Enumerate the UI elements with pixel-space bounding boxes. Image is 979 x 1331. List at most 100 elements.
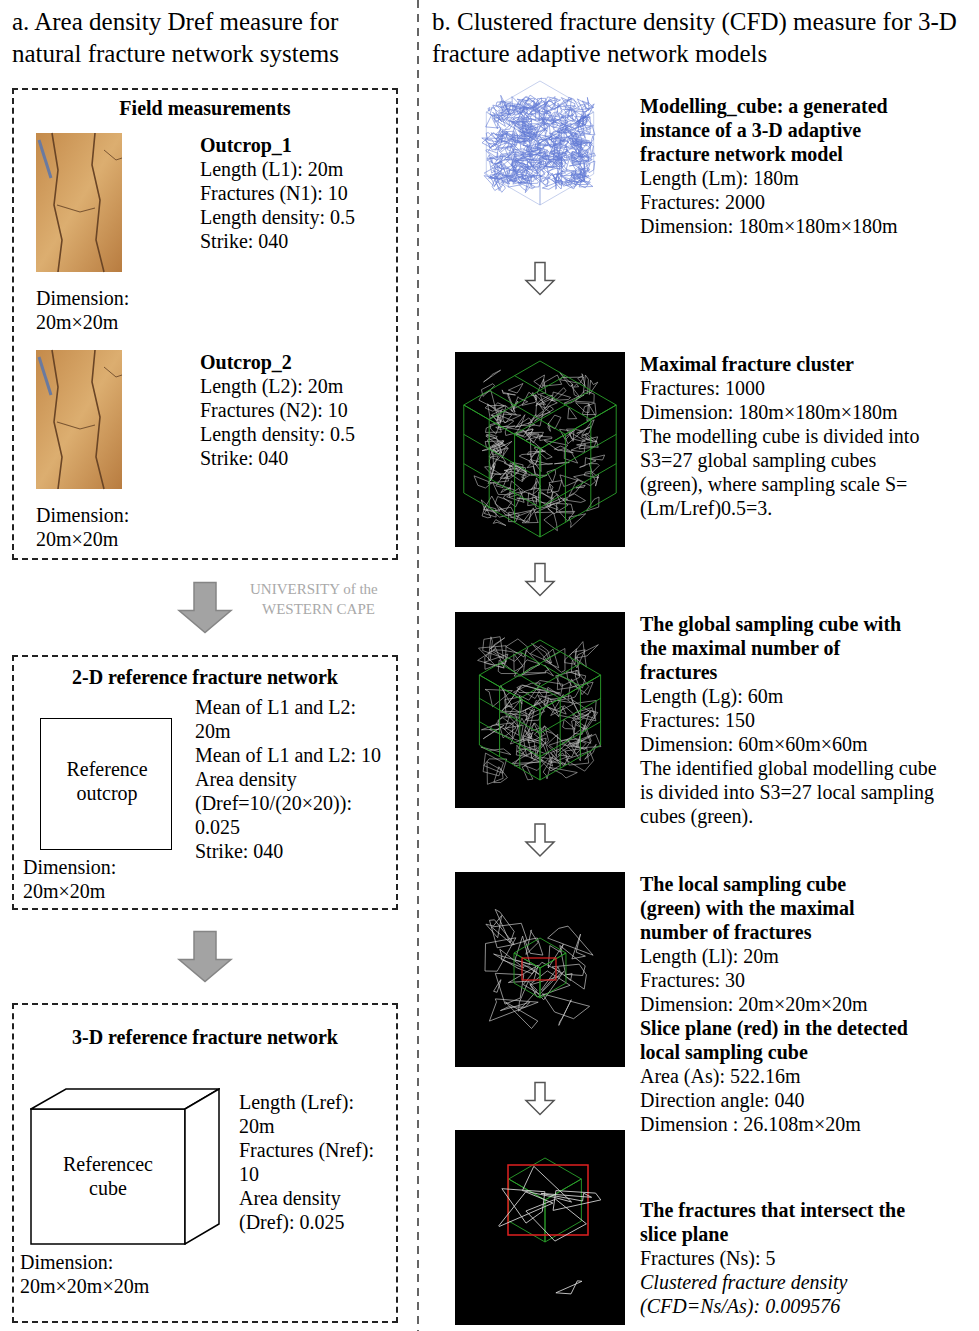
fracture	[580, 160, 585, 174]
fracture	[478, 647, 505, 668]
fracture	[542, 181, 560, 189]
text-line: Clustered fracture density (CFD=Ns/As): …	[640, 1270, 910, 1318]
fracture	[572, 934, 586, 959]
text-line: Dimension: 20m×20m	[23, 855, 163, 903]
grid-line	[520, 652, 581, 687]
grid-line	[540, 953, 566, 968]
grid-line	[464, 493, 540, 537]
image-ground	[455, 352, 625, 547]
text-line: The identified global modelling cube is …	[640, 756, 940, 828]
fracture	[514, 103, 531, 115]
grid-line	[540, 722, 601, 757]
fracture	[561, 108, 569, 121]
fracture	[486, 423, 502, 433]
grid-line	[540, 953, 566, 968]
fracture	[541, 395, 558, 408]
fracture	[577, 645, 599, 658]
grid-line	[545, 1221, 581, 1242]
outcrop-photo	[36, 133, 122, 272]
fracture	[522, 963, 540, 974]
fracture	[495, 973, 524, 1004]
fracture	[546, 97, 558, 109]
text-line: Fractures (Ns): 5	[640, 1246, 970, 1270]
text-line: Dimension: 180m×180m×180m	[640, 400, 970, 424]
grid-line	[514, 434, 515, 522]
grid-line	[540, 968, 541, 998]
fracture	[565, 748, 589, 765]
text-group: Reference outcrop	[45, 757, 169, 805]
fracture	[534, 375, 545, 388]
fracture	[513, 105, 519, 115]
fracture	[512, 752, 541, 763]
grid-line	[600, 675, 601, 745]
fracture	[514, 654, 523, 672]
fracture	[513, 148, 526, 159]
cube-face	[185, 1089, 219, 1244]
fracture	[530, 646, 551, 664]
network-image: The global sampling cube with the maxima…	[455, 612, 625, 808]
text-group: Outcrop_1Length (L1): 20mFractures (N1):…	[200, 133, 420, 253]
grid-line	[540, 675, 601, 710]
fracture	[500, 949, 524, 968]
fracture	[492, 923, 528, 944]
text-group: The fractures that intersect the slice p…	[640, 1198, 970, 1318]
fracture	[502, 390, 515, 395]
fracture	[516, 745, 525, 756]
outline-arrow	[526, 564, 554, 596]
text-heading: The local sampling cube (green) with the…	[640, 872, 905, 944]
text-line: Direction angle: 040	[640, 1088, 970, 1112]
text-group: Dimension: 20m×20m×20m	[20, 1250, 225, 1298]
fracture	[544, 440, 568, 450]
text-line: Length (L1): 20m	[200, 157, 420, 181]
fracture	[533, 478, 540, 494]
grid-line	[540, 361, 616, 405]
fracture	[528, 493, 537, 506]
network-image: Modelling_cube: a generated instance of …	[455, 82, 625, 205]
fracture	[506, 132, 520, 142]
fracture	[514, 100, 525, 115]
text-line: Length (Lref): 20m	[239, 1090, 394, 1138]
text-group: 3-D reference fracture network	[14, 1025, 396, 1049]
text-line: Strike: 040	[195, 839, 395, 863]
fracture	[512, 154, 523, 156]
fracture-tangle	[478, 637, 601, 785]
grid-line	[590, 420, 591, 508]
fracture	[492, 115, 499, 129]
fracture	[526, 140, 536, 153]
dashed-panel: Field measurementsOutcrop_1Length (L1): …	[12, 88, 398, 560]
grid-line	[540, 464, 616, 508]
text-line: Fractures: 30	[640, 968, 970, 992]
fracture	[536, 395, 553, 406]
fracture	[559, 511, 575, 521]
text-line: Fractures: 150	[640, 708, 970, 732]
grid-line	[540, 493, 616, 537]
fracture	[505, 713, 519, 735]
fracture	[494, 767, 508, 783]
fracture	[544, 152, 548, 156]
fracture	[522, 723, 546, 741]
fracture	[542, 994, 589, 1019]
grid-line	[540, 81, 594, 112]
fracture	[485, 651, 507, 670]
grid-line	[479, 722, 540, 757]
text-heading: The global sampling cube with the maxima…	[640, 612, 905, 684]
fracture	[563, 720, 576, 730]
fracture	[574, 384, 579, 387]
grid-line	[616, 405, 617, 493]
fracture	[547, 734, 558, 756]
fracture	[565, 178, 577, 187]
fracture	[490, 173, 504, 186]
grid-line	[540, 938, 566, 953]
fracture	[505, 147, 515, 157]
grid-line	[519, 698, 520, 768]
fracture	[481, 384, 494, 397]
fracture	[575, 670, 589, 695]
text-group: Dimension: 20m×20m	[36, 286, 176, 334]
text-line: Area density (Dref): 0.025	[239, 1186, 394, 1234]
grid-line	[514, 953, 540, 968]
fracture	[544, 139, 558, 151]
fracture-tangle	[482, 95, 596, 193]
fracture	[486, 115, 501, 128]
fracture	[582, 420, 595, 436]
